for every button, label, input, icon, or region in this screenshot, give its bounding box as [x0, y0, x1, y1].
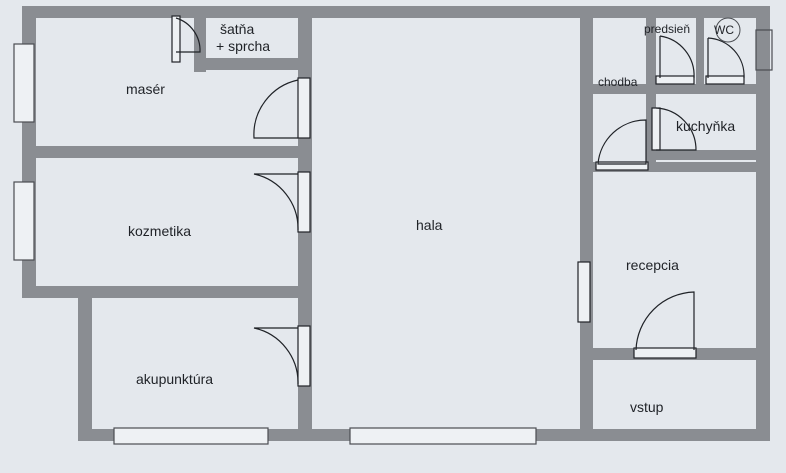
door-chodba[interactable] — [595, 119, 649, 171]
window-wc — [755, 29, 773, 71]
label-hala: hala — [416, 217, 443, 233]
windows — [13, 29, 773, 445]
window-akupunktura — [113, 427, 269, 445]
door-wc[interactable] — [705, 37, 745, 85]
label-recepcia: recepcia — [626, 257, 679, 273]
label-wc: WC — [714, 23, 734, 37]
label-kozmetika: kozmetika — [128, 223, 191, 239]
door-recepcia-vstup[interactable] — [633, 291, 697, 359]
doors — [171, 15, 745, 387]
label-satna-line2: + sprcha — [216, 38, 270, 54]
label-vstup: vstup — [630, 399, 664, 415]
door-recepcia-hala[interactable] — [577, 261, 591, 323]
toilet-icon — [715, 17, 741, 43]
window-kozmetika — [13, 181, 35, 261]
room-labels: masér šatňa + sprcha kozmetika akupunktú… — [126, 21, 735, 415]
label-satna-line1: šatňa — [220, 21, 254, 37]
label-kuchynka: kuchyňka — [676, 118, 735, 134]
label-predsien: predsieň — [644, 22, 690, 36]
door-maser[interactable] — [253, 77, 311, 139]
door-predsien[interactable] — [655, 35, 695, 85]
door-satna[interactable] — [171, 15, 201, 63]
window-hala — [349, 427, 537, 445]
label-akupunktura: akupunktúra — [136, 371, 213, 387]
door-akupunktura[interactable] — [253, 325, 311, 387]
window-maser — [13, 43, 35, 123]
label-maser: masér — [126, 81, 165, 97]
label-chodba: chodba — [598, 75, 638, 89]
door-kozmetika[interactable] — [253, 171, 311, 233]
door-kuchynka[interactable] — [651, 107, 697, 151]
